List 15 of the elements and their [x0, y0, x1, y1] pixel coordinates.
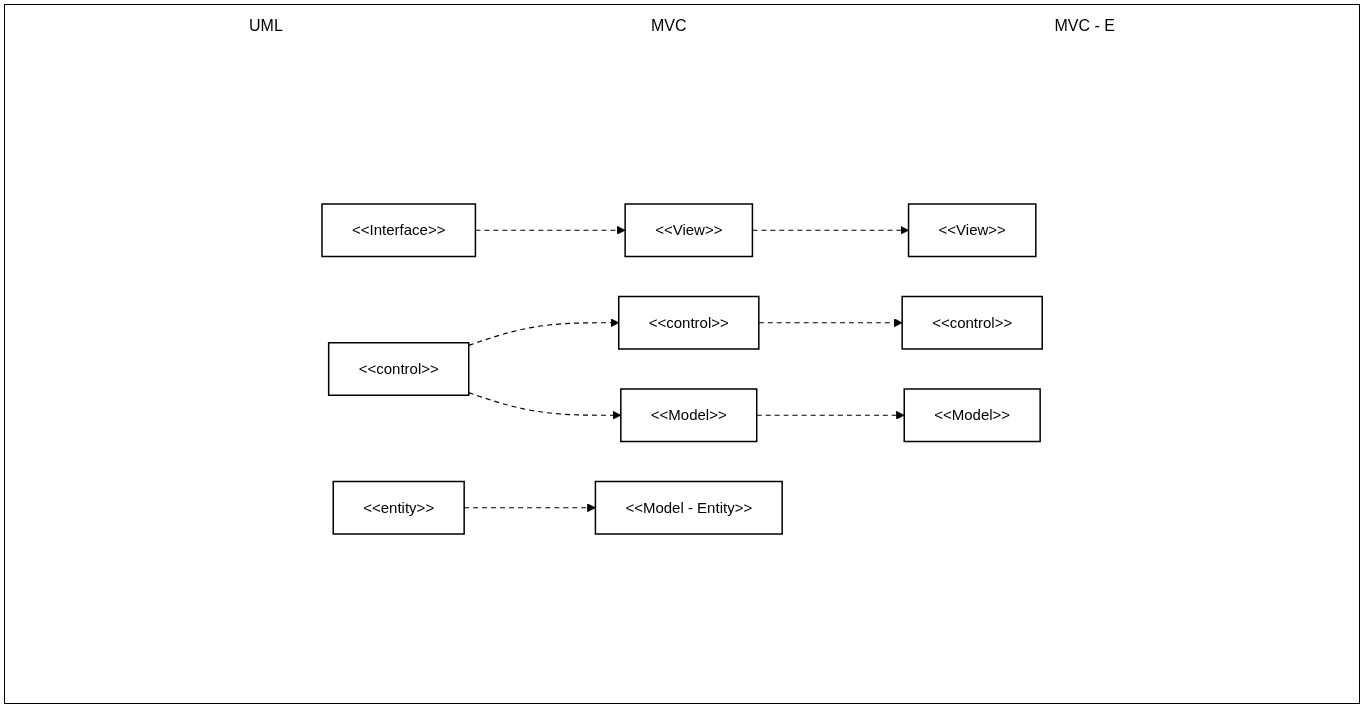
column-heading: MVC - E: [1054, 17, 1115, 35]
node-box: <<Model>>: [903, 388, 1041, 443]
node-box: <<Interface>>: [321, 203, 477, 258]
node-box: <<View>>: [624, 203, 754, 258]
node-box: <<View>>: [907, 203, 1037, 258]
column-heading: MVC: [650, 17, 687, 35]
column-heading: UML: [249, 17, 283, 35]
node-box: <<Model - Entity>>: [594, 480, 783, 535]
node-box: <<control>>: [327, 342, 470, 396]
arrow: [756, 410, 905, 420]
node-box: <<control>>: [901, 295, 1043, 350]
arrow: [758, 318, 903, 328]
node-box: <<control>>: [617, 295, 760, 350]
node-box: <<Model>>: [619, 388, 758, 443]
node-box: <<entity>>: [332, 480, 465, 535]
